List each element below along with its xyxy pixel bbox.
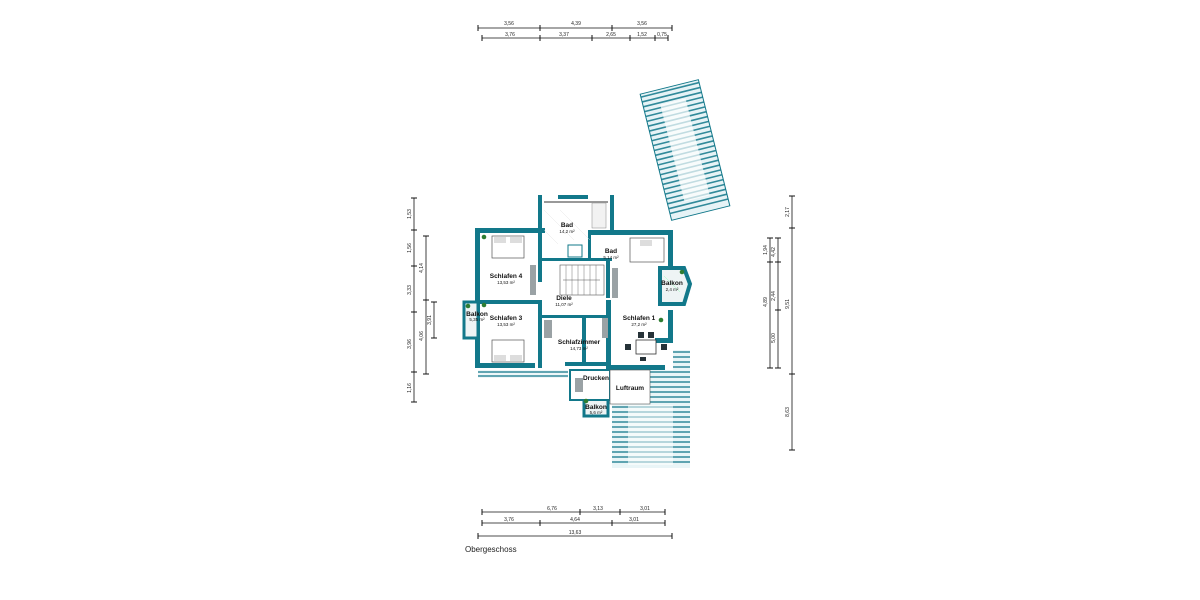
room-name: Bad [561,222,573,229]
left-dimensions: 1,53 1,56 3,33 3,96 1,16 4,14 4,06 3,91 [407,197,437,403]
dim-bot1-0: 6,76 [547,506,557,512]
top-dimensions: 3,56 4,39 3,56 3,76 3,37 2,65 1,52 0,75 [477,21,673,41]
room-area: 27,2 m² [631,322,647,327]
room-name: Bad [605,248,617,255]
dim-left-2: 3,33 [407,285,413,295]
room-area: 11,07 m² [555,302,573,307]
dim-top2-0: 3,76 [505,32,515,38]
room-name: Schlafen 1 [623,315,656,322]
dim-right-mid-1: 4,42 [771,247,777,257]
roof-window-deck [639,79,731,221]
dim-top2-4: 0,75 [657,32,667,38]
dim-top1-0: 3,56 [504,21,514,27]
room-area: 14,2 m² [559,229,575,234]
deck-plank [641,86,701,103]
room-name: Drucken [583,375,609,382]
balcony-left [462,300,480,340]
deck-plank [669,198,729,215]
dim-bot2-0: 3,76 [504,517,514,523]
dim-left-in-1: 3,91 [427,315,433,325]
dim-bot-total: 13,63 [569,530,582,536]
dim-top1-1: 4,39 [571,21,581,27]
dim-right-1: 9,51 [785,299,791,309]
dining-table [625,332,667,361]
dim-top1-2: 3,56 [637,21,647,27]
dim-right-mid-0: 1,94 [763,245,769,255]
dim-top2-2: 2,65 [606,32,616,38]
terrace-deck [612,350,690,468]
dim-bot2-2: 3,01 [629,517,639,523]
dim-bot1-1: 3,13 [593,506,603,512]
room-name: Diele [556,295,572,302]
dim-right-mid-2: 4,89 [763,297,769,307]
dim-right-0: 2,17 [785,207,791,217]
room-labels: Bad 14,2 m² Bad 5,14 m² Schlafen 4 13,53… [466,222,683,415]
deck-plank [668,193,728,210]
room-area: 5,6 m² [590,410,603,415]
building [462,195,693,418]
room-name: Luftraum [616,385,644,392]
dim-left-0: 1,53 [407,209,413,219]
dim-top2-1: 3,37 [559,32,569,38]
dim-top2-3: 1,52 [637,32,647,38]
room-name: Balkon [466,311,488,318]
room-area: 14,73 m² [570,346,588,351]
room-area: 13,53 m² [497,280,515,285]
room-name: Balkon [585,404,607,411]
dim-left-1: 1,56 [407,243,413,253]
dim-left-3: 3,96 [407,339,413,349]
deck-plank [643,91,702,108]
dim-bot2-1: 4,64 [570,517,580,523]
room-area: 5,35 m² [469,317,485,322]
dim-left-in-2: 4,06 [419,331,425,341]
room-name: Balkon [661,280,683,287]
tile-pattern [543,209,591,245]
room-area: 5,14 m² [603,255,619,260]
floor-caption: Obergeschoss [465,545,517,554]
dim-right-mid-4: 5,00 [771,333,777,343]
room-name: Schlafzimmer [558,339,601,346]
dim-left-4: 1,16 [407,383,413,393]
room-name: Schlafen 3 [490,315,523,322]
room-area: 13,53 m² [497,322,515,327]
staircase [559,264,605,296]
deck-plank [640,81,700,98]
room-area: 2,4 m² [666,287,679,292]
bottom-dimensions: 6,76 3,13 3,01 3,76 4,64 3,01 13,63 [477,506,673,539]
dim-bot1-2: 3,01 [640,506,650,512]
dim-right-2: 8,63 [785,407,791,417]
right-dimensions: 2,17 9,51 8,63 1,94 4,89 4,42 2,44 5,00 [763,195,795,451]
dim-left-in-0: 4,14 [419,263,425,273]
dim-right-mid-3: 2,44 [771,291,777,301]
room-name: Schlafen 4 [490,273,523,280]
balcony-right [658,266,693,306]
